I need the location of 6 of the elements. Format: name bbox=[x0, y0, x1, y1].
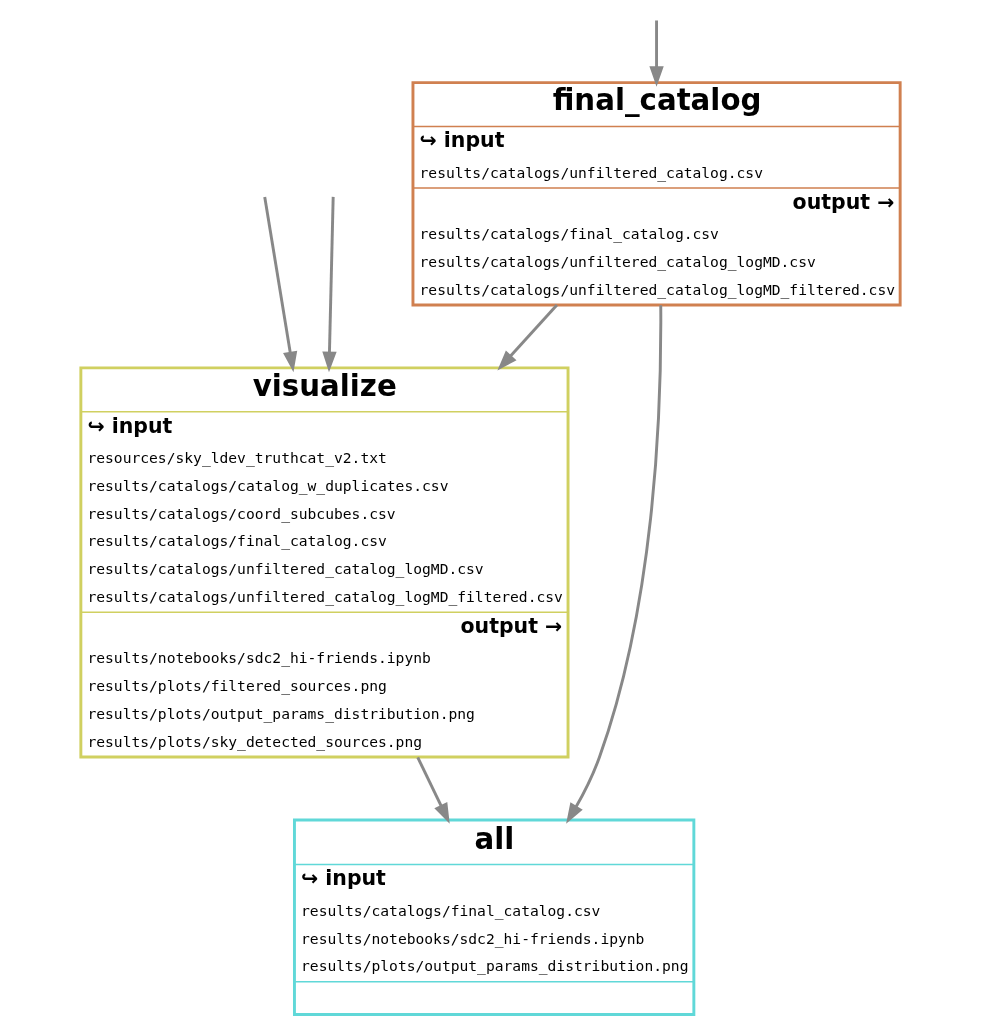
arrow bbox=[649, 20, 664, 87]
arrow bbox=[263, 196, 298, 373]
arrow bbox=[416, 756, 450, 824]
arrow bbox=[322, 196, 337, 373]
arrow bbox=[497, 304, 558, 371]
arrow bbox=[566, 305, 663, 824]
